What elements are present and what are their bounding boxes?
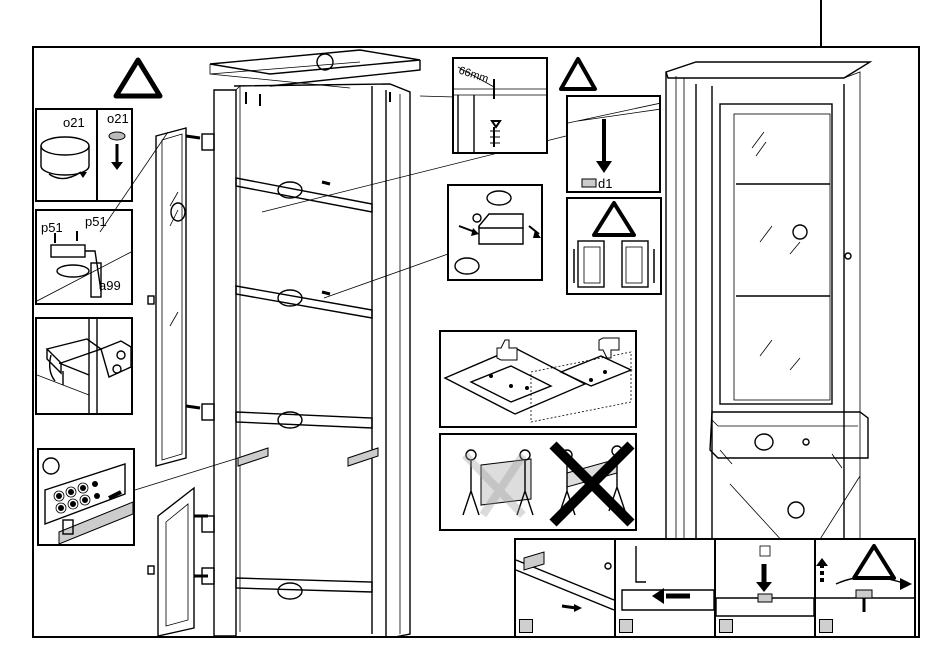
warning-triangle-icon-2 (558, 56, 598, 92)
step-dowel-box: d1 (566, 95, 661, 193)
step-checkbox (719, 619, 733, 633)
step-carry-box (439, 433, 637, 531)
carry-illustration (441, 435, 637, 531)
thumbs-down-icon (599, 338, 619, 358)
drawer-sides-illustration (568, 199, 662, 295)
step-checkbox (519, 619, 533, 633)
bottom-step-3 (716, 540, 816, 636)
floor-illustration (441, 332, 637, 428)
bottom-steps-strip (514, 538, 916, 638)
step-checkbox (619, 619, 633, 633)
thumbs-up-icon (497, 340, 517, 360)
step-drawer-sides-box (566, 197, 662, 295)
cross-mark-icon (553, 445, 631, 523)
dowel-illustration (568, 97, 661, 193)
step-measure-box: 66mm (452, 57, 548, 154)
step-drawer-box (447, 184, 543, 281)
step-checkbox (819, 619, 833, 633)
step-floor-box (439, 330, 637, 428)
measure-illustration (454, 59, 548, 154)
bottom-step-2 (616, 540, 716, 636)
bottom-step-1 (516, 540, 616, 636)
cabinet-assembled-view (660, 60, 890, 540)
bottom-step-4 (816, 540, 914, 636)
drawer-illustration (449, 186, 543, 281)
